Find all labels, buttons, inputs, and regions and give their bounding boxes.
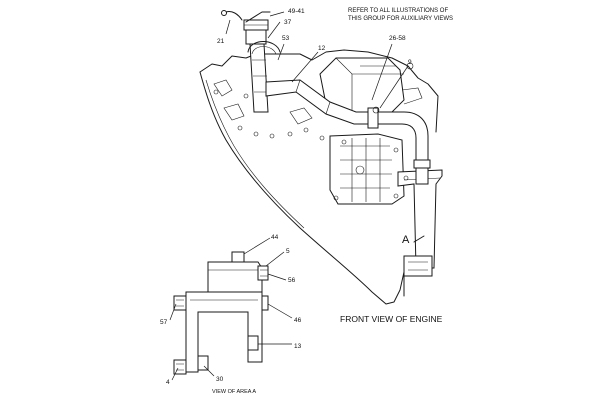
- main-view-caption: FRONT VIEW OF ENGINE: [340, 314, 443, 324]
- coolant-tube-assembly: [243, 19, 431, 185]
- front-cover-plate: [329, 133, 405, 205]
- callout-labels: 49-41 37 21 53 12 26-58 9 44 5 56 57 46 …: [160, 8, 412, 386]
- callout-21: 21: [217, 38, 225, 45]
- reference-note-line-2: THIS GROUP FOR AUXILIARY VIEWS: [348, 16, 453, 22]
- callout-leaders-main: [225, 11, 409, 109]
- callout-26-58: 26-58: [389, 35, 406, 42]
- callout-37: 37: [284, 19, 292, 26]
- callout-9: 9: [408, 59, 412, 66]
- engine-block-outline: [199, 49, 439, 305]
- view-marker-a: A: [402, 234, 410, 246]
- callout-12: 12: [318, 45, 326, 52]
- detail-view-a: [169, 237, 293, 381]
- callout-44: 44: [271, 234, 279, 241]
- small-line-21: [221, 10, 271, 23]
- filter-housing: [319, 57, 423, 113]
- callout-53: 53: [282, 35, 290, 42]
- callout-49-41: 49-41: [288, 8, 305, 15]
- view-marker-arrow: [413, 235, 425, 243]
- reference-note-line-1: REFER TO ALL ILLUSTRATIONS OF: [348, 8, 448, 14]
- callout-13: 13: [294, 343, 302, 350]
- right-bracket: [397, 169, 443, 297]
- detail-view-caption: VIEW OF AREA A: [212, 389, 256, 395]
- callout-57: 57: [160, 319, 168, 326]
- callout-5: 5: [286, 248, 290, 255]
- callout-30: 30: [216, 376, 224, 383]
- flange-bolts: [213, 89, 325, 141]
- callout-46: 46: [294, 317, 302, 324]
- callout-4: 4: [166, 379, 170, 386]
- callout-56: 56: [288, 277, 296, 284]
